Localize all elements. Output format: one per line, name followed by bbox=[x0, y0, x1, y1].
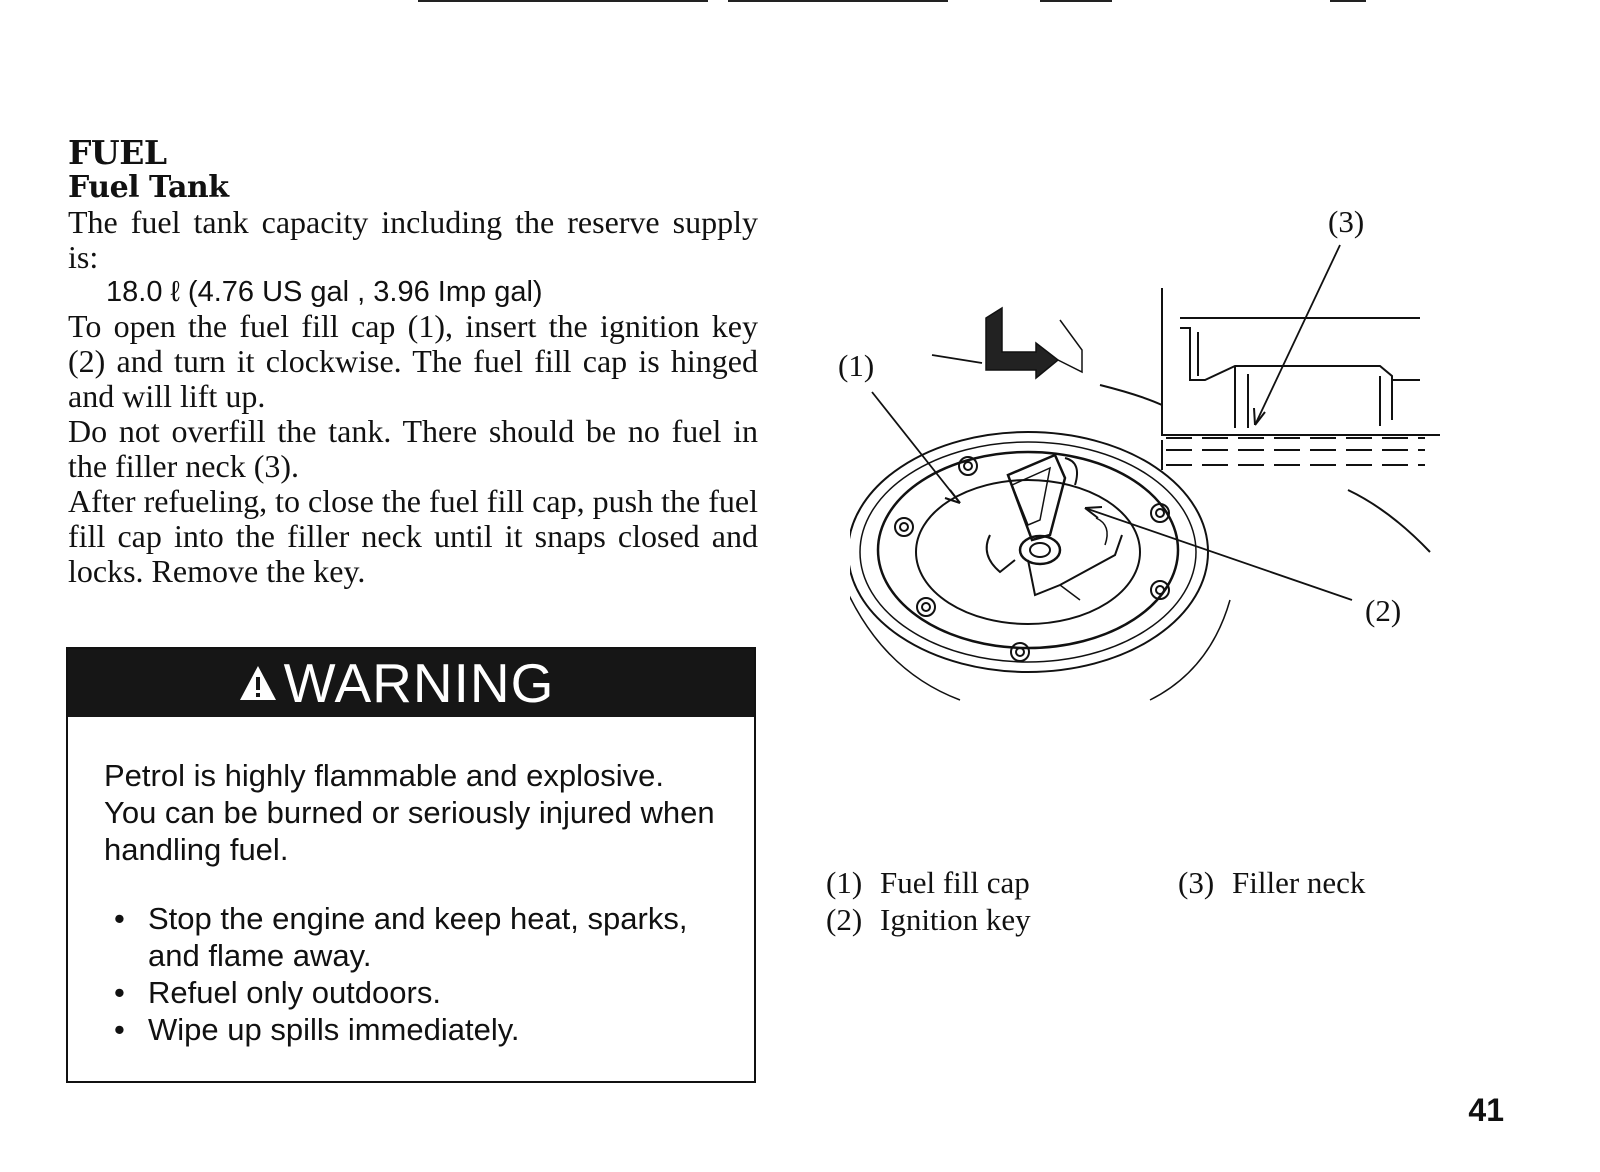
warning-title: WARNING bbox=[283, 652, 555, 714]
callout-1: (1) bbox=[838, 348, 875, 383]
caption-number: (2) bbox=[826, 902, 863, 937]
page-number: 41 bbox=[1468, 1092, 1504, 1128]
caption-item: (2) Ignition key bbox=[826, 901, 1031, 938]
caption-text: Ignition key bbox=[880, 902, 1031, 937]
caption-number: (3) bbox=[1178, 865, 1215, 900]
subsection-title: Fuel Tank bbox=[68, 170, 229, 205]
section-title: FUEL bbox=[68, 133, 167, 172]
capacity-intro: The fuel tank capacity including the res… bbox=[68, 204, 758, 275]
warning-body: Petrol is highly flammable and explosive… bbox=[68, 717, 754, 1048]
caption-text: Fuel fill cap bbox=[880, 865, 1030, 900]
caption-item: (1) Fuel fill cap bbox=[826, 864, 1030, 901]
warning-bullet: Wipe up spills immediately. bbox=[114, 1011, 718, 1048]
warning-bullet: Stop the engine and keep heat, sparks, a… bbox=[114, 900, 718, 974]
text-column: FUEL Fuel Tank The fuel tank capacity in… bbox=[68, 135, 758, 589]
fuel-cap-illustration bbox=[841, 244, 1440, 701]
capacity-value: 18.0 ℓ (4.76 US gal , 3.96 Imp gal) bbox=[106, 276, 543, 308]
warning-intro: Petrol is highly flammable and explosive… bbox=[104, 758, 715, 867]
warning-triangle-icon bbox=[239, 666, 276, 700]
warning-box: WARNING Petrol is highly flammable and e… bbox=[66, 647, 756, 1083]
warning-bullet: Refuel only outdoors. bbox=[114, 974, 718, 1011]
top-rule bbox=[728, 0, 948, 2]
close-instructions: After refueling, to close the fuel fill … bbox=[68, 483, 758, 589]
top-rule bbox=[1330, 0, 1366, 2]
overfill-note: Do not overfill the tank. There should b… bbox=[68, 413, 758, 484]
caption-text: Filler neck bbox=[1232, 865, 1366, 900]
callout-3: (3) bbox=[1328, 204, 1365, 239]
top-rule bbox=[1040, 0, 1112, 2]
top-rule bbox=[418, 0, 708, 2]
caption-number: (1) bbox=[826, 865, 863, 900]
warning-header: WARNING bbox=[68, 649, 754, 717]
callout-2: (2) bbox=[1365, 593, 1402, 628]
warning-list: Stop the engine and keep heat, sparks, a… bbox=[104, 900, 718, 1048]
open-instructions: To open the fuel fill cap (1), insert th… bbox=[68, 308, 758, 414]
fuel-cap-figure: (1) (2) (3) bbox=[838, 200, 1490, 720]
caption-item: (3) Filler neck bbox=[1178, 864, 1365, 901]
